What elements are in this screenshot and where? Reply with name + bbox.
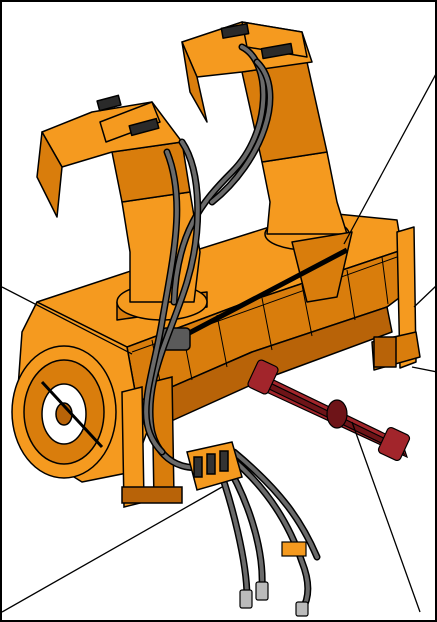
leader-line-left [2,286,133,355]
hydraulic-hoses [142,43,321,614]
leader-line-right-upper [413,286,435,308]
hose-couplers [239,541,309,617]
leader-line-bottom-left [2,486,223,613]
leader-lines [2,74,435,613]
right-mount-frame [371,226,421,371]
auger-drum-disk [11,345,117,479]
leader-line-bottom-right [351,421,421,613]
hydraulic-valve-block [186,441,243,491]
pto-driveshaft [247,359,411,462]
left-mount-frame [121,376,183,508]
leader-line-right-lower [411,366,435,373]
leader-line-top-right [343,74,435,245]
